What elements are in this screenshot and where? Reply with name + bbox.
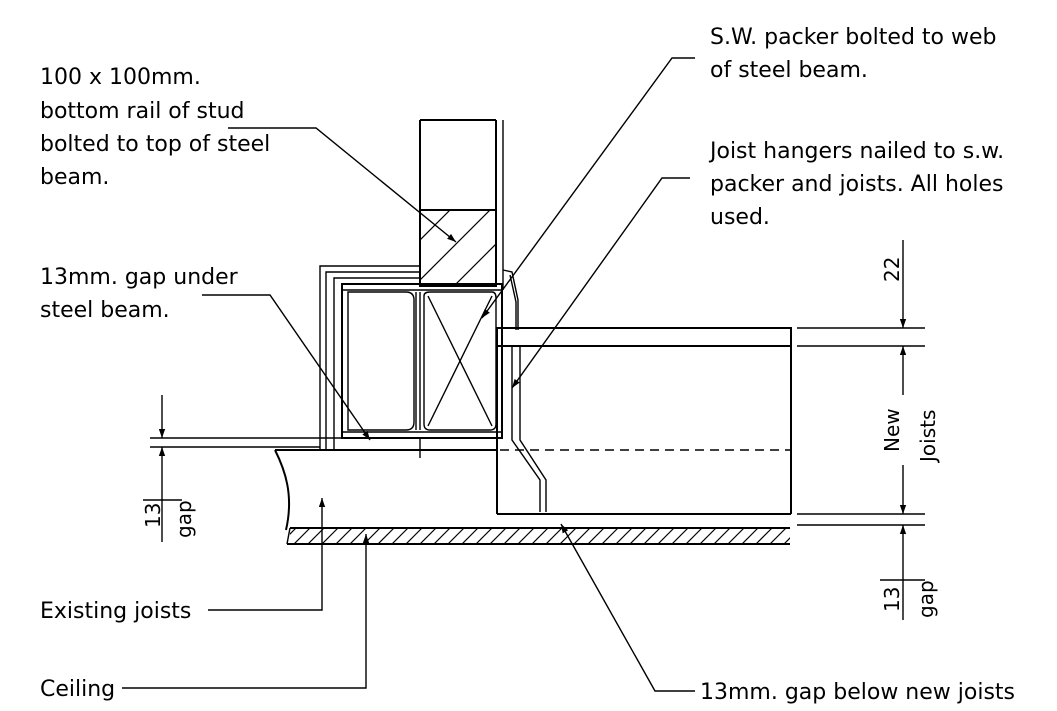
stud (419, 119, 504, 290)
label-bottom-rail: 100 x 100mm. bottom rail of stud bolted … (40, 65, 270, 190)
label-hangers-line2: packer and joists. All holes (710, 172, 1003, 197)
ceiling-hatch-line (657, 527, 675, 544)
ceiling-hatch-line (629, 527, 647, 544)
ceiling-hatch-line (699, 527, 717, 544)
left-dimension (143, 395, 182, 542)
label-existing-joists: Existing joists (40, 599, 191, 624)
ceiling-hatch-line (461, 527, 479, 544)
label-gap-under-beam-line1: 13mm. gap under (40, 265, 239, 290)
dim-new-joists-word1: New (880, 408, 904, 452)
label-bottom-rail-line3: bolted to top of steel (40, 132, 270, 157)
ceiling-hatch-line (783, 537, 790, 544)
ceiling-hatch-line (293, 527, 311, 544)
label-hangers-line3: used. (710, 205, 770, 230)
label-gap-under-beam: 13mm. gap under steel beam. (40, 265, 239, 323)
label-gap-below-new-joists: 13mm. gap below new joists (700, 680, 1015, 705)
ceiling-hatch-line (769, 527, 787, 544)
beam-cladding (319, 265, 420, 450)
ceiling-hatch-line (447, 527, 465, 544)
ceiling-hatch-line (489, 527, 507, 544)
ceiling (286, 527, 814, 545)
ceiling-hatch-line (419, 527, 437, 544)
label-bottom-rail-line1: 100 x 100mm. (40, 65, 201, 90)
ceiling-hatch-line (517, 527, 535, 544)
ceiling-hatch-line (573, 527, 591, 544)
label-packer: S.W. packer bolted to web of steel beam. (710, 25, 996, 83)
label-gap-under-beam-line2: steel beam. (40, 298, 170, 323)
label-ceiling: Ceiling (40, 677, 115, 702)
ceiling-hatch-line (587, 527, 605, 544)
label-hangers-line1: Joist hangers nailed to s.w. (708, 139, 1004, 164)
joist-hanger (502, 269, 547, 512)
label-hangers: Joist hangers nailed to s.w. packer and … (708, 139, 1004, 230)
ceiling-hatch-line (475, 527, 493, 544)
ceiling-hatch-line (615, 527, 633, 544)
label-bottom-rail-line4: beam. (40, 165, 109, 190)
ceiling-hatch-line (391, 527, 409, 544)
steel-beam (341, 283, 503, 458)
ceiling-hatch-line (405, 527, 423, 544)
ceiling-hatch-line (290, 527, 297, 535)
label-packer-line2: of steel beam. (710, 58, 868, 83)
dim-top-value: 22 (880, 257, 904, 282)
ceiling-hatch-line (741, 527, 759, 544)
label-packer-line1: S.W. packer bolted to web (710, 25, 996, 50)
ceiling-hatch-line (798, 528, 814, 544)
dim-left-gap-value: 13 (141, 503, 165, 528)
ceiling-hatch-line (713, 527, 731, 544)
dim-right-gap-value: 13 (880, 587, 904, 612)
ceiling-hatch-line (755, 527, 773, 544)
label-bottom-rail-line2: bottom rail of stud (40, 99, 245, 124)
bottom-rail (419, 209, 497, 287)
ceiling-hatch-line (349, 527, 367, 544)
ceiling-hatch-line (433, 527, 451, 544)
ceiling-hatch-line (545, 527, 563, 544)
ceiling-hatch-line (643, 527, 661, 544)
dim-left-gap-word: gap (172, 500, 196, 538)
ceiling-hatch-line (727, 527, 745, 544)
ceiling-hatch-line (531, 527, 549, 544)
leaders (122, 57, 695, 692)
right-dimensions (797, 240, 925, 620)
ceiling-hatch-line (685, 527, 703, 544)
ceiling-hatch-line (601, 527, 619, 544)
ceiling-hatch-line (321, 527, 339, 544)
existing-joist (150, 437, 792, 531)
ceiling-hatch-line (671, 527, 689, 544)
ceiling-hatch-line (335, 527, 353, 544)
dim-new-joists-word2: Joists (916, 410, 940, 464)
dim-right-gap-word: gap (914, 580, 938, 618)
ceiling-hatch-line (377, 527, 395, 544)
ceiling-hatch-line (503, 527, 521, 544)
new-joist (496, 327, 792, 515)
